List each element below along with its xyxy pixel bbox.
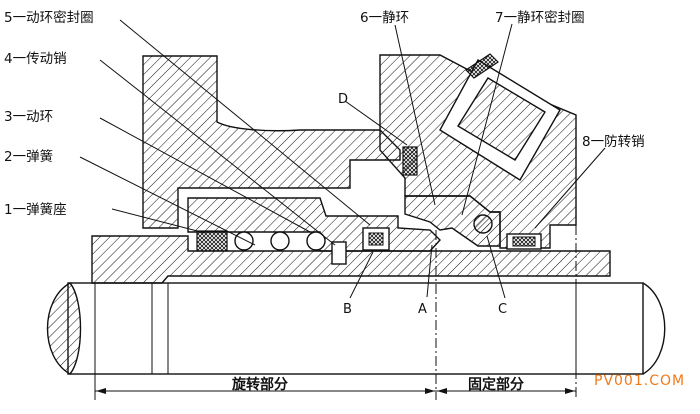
stationary-ring-seal-cavity xyxy=(439,53,561,181)
label-stationary-ring: 6一静环 xyxy=(360,10,409,26)
label-spring: 2一弹簧 xyxy=(4,149,53,165)
point-label-b: B xyxy=(343,302,352,317)
label-stationary-ring-seal: 7一静环密封圈 xyxy=(495,9,585,26)
label-moving-ring: 3一动环 xyxy=(4,109,53,125)
point-label-a: A xyxy=(418,302,427,317)
shaft-sleeve xyxy=(91,235,611,284)
zone-label-rotating: 旋转部分 xyxy=(231,376,288,393)
centerlines xyxy=(435,225,577,400)
moving-ring-seal xyxy=(362,227,390,251)
rotating-gland xyxy=(142,55,401,229)
label-moving-ring-seal: 5一动环密封圈 xyxy=(4,9,94,26)
label-drive-pin: 4一传动销 xyxy=(4,51,67,67)
d-seal-block xyxy=(402,146,418,176)
o-ring-c xyxy=(473,214,493,234)
spring-seat-insert xyxy=(196,230,228,252)
shaft xyxy=(46,282,666,375)
point-label-d: D xyxy=(338,92,348,107)
watermark: PV001.COM xyxy=(594,373,685,389)
spring-coils xyxy=(234,231,326,251)
label-anti-rotation-pin: 8一防转销 xyxy=(582,134,645,150)
leader-lines xyxy=(79,19,606,299)
zone-label-fixed: 固定部分 xyxy=(468,376,524,393)
drive-pin xyxy=(331,241,347,265)
point-label-c: C xyxy=(498,302,507,317)
zone-dimension-line xyxy=(94,372,576,400)
anti-rotation-pin xyxy=(506,233,542,250)
label-spring-seat: 1一弹簧座 xyxy=(4,202,67,218)
